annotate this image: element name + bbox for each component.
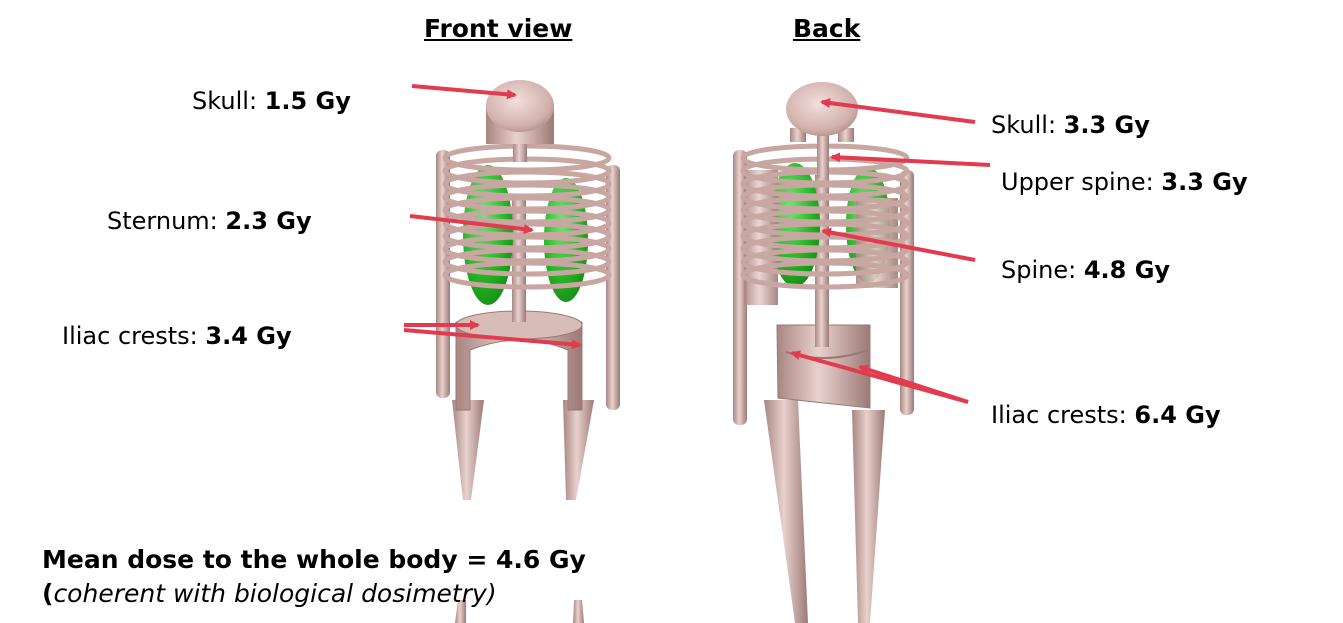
label-back-skull-dose: 3.3 Gy [1064,111,1150,139]
label-back-upper-spine-name: Upper spine: [1001,168,1154,196]
back-right-leg [852,410,885,623]
label-front-skull: Skull: 1.5 Gy [192,87,351,115]
front-right-arm [606,165,620,410]
label-front-skull-name: Skull: [192,87,257,115]
summary-close-paren: ) [487,579,497,608]
summary-block: Mean dose to the whole body = 4.6 Gy (co… [42,543,586,611]
label-front-iliac-name: Iliac crests: [62,322,198,350]
label-back-skull-name: Skull: [991,111,1056,139]
label-front-iliac: Iliac crests: 3.4 Gy [62,322,292,350]
front-left-leg [452,400,484,500]
back-phantom [733,82,914,623]
label-back-iliac-dose: 6.4 Gy [1134,401,1220,429]
summary-open-paren: ( [42,579,53,608]
front-phantom [436,80,620,623]
front-skull [486,80,554,132]
summary-mean-dose: Mean dose to the whole body = 4.6 Gy [42,543,586,577]
label-back-iliac: Iliac crests: 6.4 Gy [991,401,1221,429]
back-skull [786,82,858,136]
label-front-iliac-dose: 3.4 Gy [205,322,291,350]
summary-note-text: coherent with biological dosimetry [53,579,486,608]
label-back-upper-spine: Upper spine: 3.3 Gy [1001,168,1248,196]
label-back-iliac-name: Iliac crests: [991,401,1127,429]
label-back-spine-name: Spine: [1001,256,1076,284]
label-back-skull: Skull: 3.3 Gy [991,111,1150,139]
front-view-title: Front view [424,14,572,43]
label-front-sternum: Sternum: 2.3 Gy [107,207,312,235]
label-back-spine-dose: 4.8 Gy [1084,256,1170,284]
back-left-leg [764,400,808,623]
back-view-title: Back [793,14,860,43]
label-front-sternum-dose: 2.3 Gy [225,207,311,235]
label-back-spine: Spine: 4.8 Gy [1001,256,1170,284]
front-ribs [445,146,609,287]
summary-note: (coherent with biological dosimetry) [42,577,586,611]
label-front-sternum-name: Sternum: [107,207,218,235]
front-right-leg [563,400,594,500]
label-back-upper-spine-dose: 3.3 Gy [1161,168,1247,196]
label-front-skull-dose: 1.5 Gy [265,87,351,115]
